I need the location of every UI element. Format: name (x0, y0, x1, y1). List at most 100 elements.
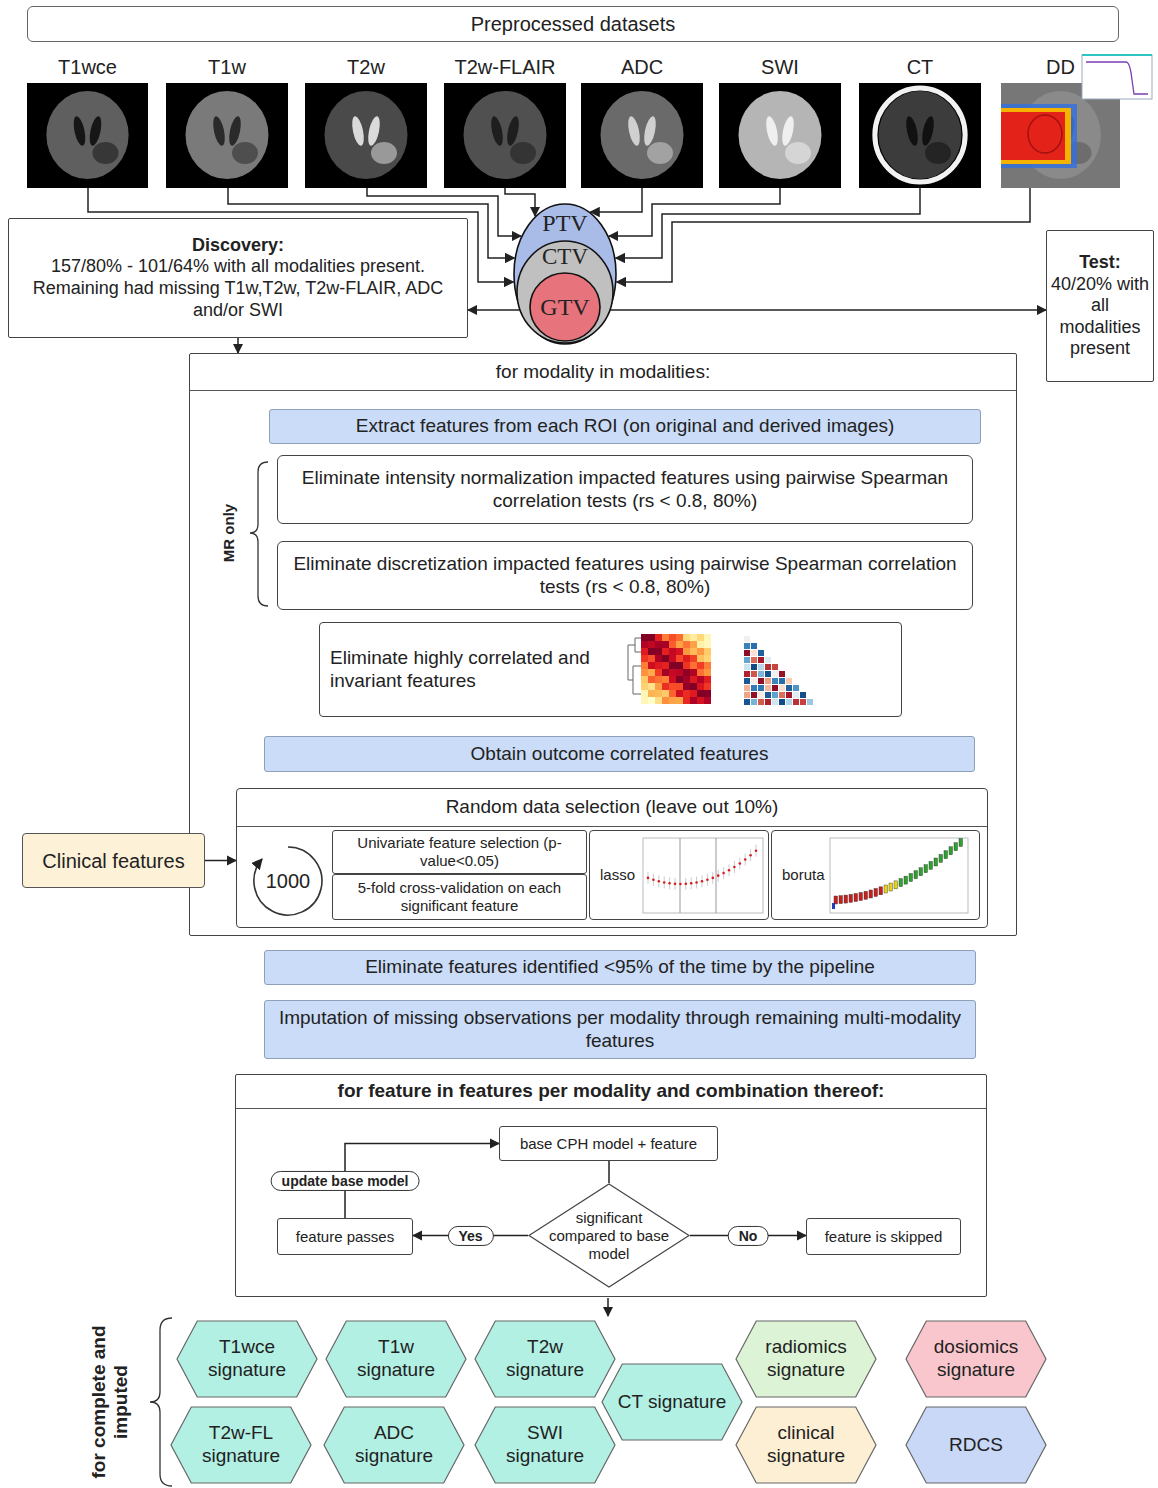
ventricle (350, 115, 366, 146)
brain-shape (739, 91, 822, 179)
heatmap-cell (648, 648, 655, 655)
correlation-cell (779, 678, 785, 684)
correlation-cell (751, 692, 757, 698)
hexagon-shape (906, 1321, 1046, 1397)
cv-point (668, 882, 671, 885)
node-body: dosiomics signature (905, 1320, 1047, 1398)
gtv-ellipse: GTV (529, 272, 601, 342)
node-label: T2w-FL signature (186, 1422, 296, 1468)
hexagon-shape (324, 1407, 464, 1483)
connector-arrow (616, 188, 920, 258)
heatmap-cell (662, 648, 669, 655)
ventricle (626, 115, 642, 146)
heatmap-cell (704, 676, 711, 683)
iteration-count: 1000 (258, 870, 318, 893)
node-body: lasso (590, 831, 768, 919)
node-label: RDCS (949, 1434, 1003, 1457)
node-label: T1wce (58, 55, 117, 79)
heatmap-cell (648, 641, 655, 648)
heatmap-cell (648, 634, 655, 641)
dvh-curve (1086, 62, 1148, 94)
node-label: CT signature (618, 1391, 726, 1414)
node-label: radiomics signature (751, 1336, 861, 1382)
importance-box (899, 879, 903, 887)
correlation-cell (793, 699, 799, 705)
node-body: Extract features from each ROI (on origi… (270, 410, 980, 443)
correlation-cell (765, 664, 771, 670)
ventricle (366, 115, 382, 146)
scan-background (166, 83, 288, 188)
node-body: Random data selection (leave out 10%) (237, 789, 987, 827)
cv-point (695, 881, 698, 884)
heatmap-cell (683, 683, 690, 690)
correlation-cell (772, 692, 778, 698)
error-bar (669, 877, 670, 889)
heatmap-cell (655, 655, 662, 662)
node-label: T2w-FLAIR (454, 55, 555, 79)
node-body: Eliminate features identified <95% of th… (265, 951, 975, 984)
node-body: 5-fold cross-validation on each signific… (333, 875, 586, 919)
process-step: feature is skipped (806, 1218, 961, 1255)
ctv-ellipse: CTVGTV (516, 240, 614, 344)
cv-point (658, 880, 661, 883)
node-label: lasso (600, 866, 635, 884)
scan-image: T1w (166, 55, 288, 188)
heatmap-cell (676, 690, 683, 697)
importance-box (954, 843, 958, 851)
correlation-cell (786, 692, 792, 698)
edge-label: update base model (271, 1171, 420, 1191)
chart-edge (1082, 54, 1152, 56)
signature-hexagon: ADC signature (323, 1406, 465, 1484)
correlation-cell (786, 699, 792, 705)
node-label: SWI signature (490, 1422, 600, 1468)
heatmap-cell (641, 641, 648, 648)
correlation-cell (751, 685, 757, 691)
process-step: feature passes (277, 1218, 413, 1255)
ellipse-shape (530, 273, 600, 341)
importance-box (839, 896, 843, 904)
heatmap-cell (648, 655, 655, 662)
heatmap-cell (669, 683, 676, 690)
node-body: for feature in features per modality and… (236, 1075, 986, 1109)
correlation-cell (758, 671, 764, 677)
heatmap-cell (669, 662, 676, 669)
heatmap-cell (641, 683, 648, 690)
scan-image: ADC (581, 55, 703, 188)
heatmap-cell (676, 676, 683, 683)
signature-hexagon: dosiomics signature (905, 1320, 1047, 1398)
correlation-cell (758, 657, 764, 663)
importance-box (854, 894, 858, 902)
cv-point (717, 874, 720, 877)
signature-hexagon: radiomics signature (735, 1320, 877, 1398)
correlation-cell (744, 692, 750, 698)
error-bar (696, 876, 697, 888)
node-label: PTV (542, 209, 587, 238)
cv-point (722, 872, 725, 875)
heatmap-cell (676, 634, 683, 641)
heatmap-cell (655, 676, 662, 683)
heatmap-cell (662, 683, 669, 690)
error-bar (756, 845, 757, 857)
node-body: ADC signature (323, 1406, 465, 1484)
error-bar (685, 878, 686, 890)
brain-shape (879, 91, 962, 179)
node-label: Univariate feature selection (p-value<0.… (339, 834, 580, 870)
connector-arrow (609, 188, 780, 236)
scan-image: CT (859, 55, 981, 188)
cv-point (749, 854, 752, 857)
node-label: significant compared to base model (547, 1209, 671, 1263)
signature-hexagon: T2w signature (474, 1320, 616, 1398)
error-bar (718, 870, 719, 882)
heatmap-cell (683, 648, 690, 655)
error-bar (664, 876, 665, 888)
heatmap-cell (669, 697, 676, 704)
heatmap-cell (704, 634, 711, 641)
heatmap-cell (641, 690, 648, 697)
signature-hexagon: RDCS (905, 1406, 1047, 1484)
importance-box (859, 893, 863, 901)
heatmap-cell (655, 641, 662, 648)
error-bar (734, 861, 735, 873)
node-body: Obtain outcome correlated features (265, 737, 974, 771)
importance-box (959, 839, 963, 847)
signature-hexagon: T1w signature (325, 1320, 467, 1398)
